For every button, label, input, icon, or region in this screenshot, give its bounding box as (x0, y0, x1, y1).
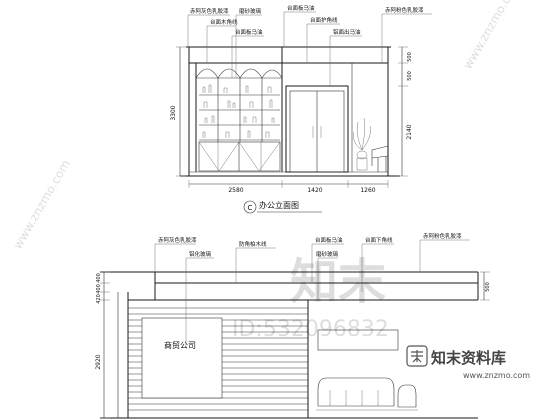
lower-callout-7: 赤阿粉色乳胶漆 (423, 232, 462, 240)
slatted-wall: 商贸公司 (128, 300, 309, 418)
company-sign: 商贸公司 (164, 340, 196, 350)
elevation-outline (188, 46, 389, 177)
lower-dim-right: 500 (485, 282, 491, 292)
dim-bottom-3: 1260 (360, 187, 375, 194)
lower-callout-2: 铝化玻璃 (189, 250, 212, 258)
upper-callouts: 赤阿灰色乳胶漆 台面木角线 磨砂玻璃 台面板马油 台面板马油 台面护角线 铝面出… (187, 4, 432, 86)
upper-dims-bottom: 2580 1420 1260 (188, 180, 389, 194)
lounge-area (316, 329, 418, 411)
lower-dim-left-3: 420 (96, 294, 102, 304)
lower-callout-4: 台面板马油 (315, 236, 343, 244)
lower-elevation: 商贸公司 400 400 420 2920 (95, 232, 491, 419)
dim-left-height: 3300 (170, 105, 177, 120)
dim-right-2: 500 (407, 71, 413, 81)
lower-callout-5: 磨砂玻璃 (316, 250, 339, 258)
callout-1: 赤阿灰色乳胶漆 (190, 7, 229, 15)
wall-panel (317, 329, 399, 351)
callout-6: 台面护角线 (310, 16, 338, 24)
watermark-brand: 知末 (290, 254, 386, 310)
plant-and-chair (351, 63, 389, 172)
display-cabinet (195, 47, 283, 172)
watermark-diag-right: www.znzmo.com (460, 0, 522, 72)
watermark-id: ID:532096832 (232, 317, 389, 342)
upper-dims-left: 3300 (170, 46, 186, 177)
callout-5: 台面板马油 (287, 4, 315, 12)
lower-callout-1: 赤阿灰色乳胶漆 (158, 236, 197, 244)
site-name-cn: 知末资料库 (431, 349, 506, 367)
lower-dims-right: 500 (480, 271, 491, 301)
elevation-title-text: 办公立面图 (259, 200, 299, 210)
lower-callout-3: 防角柏木线 (239, 240, 267, 248)
lower-dim-left-4: 2920 (95, 354, 102, 369)
sofa-outline (317, 377, 395, 407)
lower-callout-6: 台面下角线 (365, 236, 393, 244)
callout-3: 磨砂玻璃 (239, 7, 262, 15)
lower-dim-left-2: 400 (96, 284, 102, 294)
lower-dims-left: 400 400 420 2920 (95, 271, 119, 419)
callout-8: 赤阿粉色乳胶漆 (385, 6, 424, 14)
upper-elevation: 3300 500 500 2140 2580 1420 1260 (170, 4, 432, 214)
callout-4: 台面板马油 (235, 28, 263, 36)
section-marker-circle (243, 200, 257, 214)
site-logo: 知末资料库 www.znzmo.com (406, 345, 530, 380)
watermark-diag-left: www.znzmo.com (10, 157, 72, 251)
site-url: www.znzmo.com (463, 371, 530, 380)
lower-dim-left-1: 400 (96, 273, 102, 283)
dim-right-1: 500 (407, 52, 413, 62)
lower-callouts: 赤阿灰色乳胶漆 铝化玻璃 防角柏木线 台面板马油 磨砂玻璃 台面下角线 赤阿粉色… (154, 232, 470, 345)
dim-bottom-1: 2580 (228, 187, 243, 194)
dim-right-3: 2140 (406, 124, 413, 139)
dim-bottom-2: 1420 (307, 187, 322, 194)
section-marker-letter: C (248, 204, 253, 212)
upper-dims-right: 500 500 2140 (398, 46, 413, 177)
elevation-title: C 办公立面图 (243, 200, 322, 214)
callout-7: 铝面出马油 (333, 28, 361, 36)
double-door (285, 85, 349, 173)
callout-2: 台面木角线 (210, 18, 238, 26)
